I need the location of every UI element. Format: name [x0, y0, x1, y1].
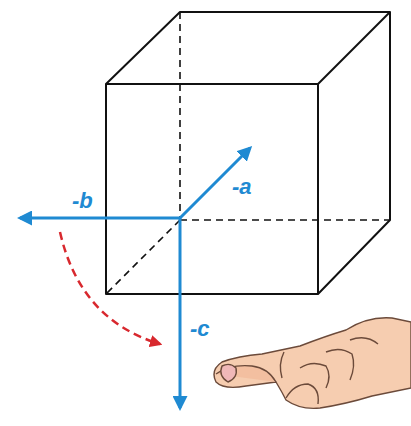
axis-label: -b	[72, 190, 93, 212]
hand	[214, 318, 411, 409]
axis-label: -a	[232, 176, 252, 198]
cube-edges	[106, 12, 390, 294]
hidden-edges	[106, 12, 390, 294]
rotation-arrow	[60, 232, 160, 344]
axis-label: -c	[190, 318, 210, 340]
